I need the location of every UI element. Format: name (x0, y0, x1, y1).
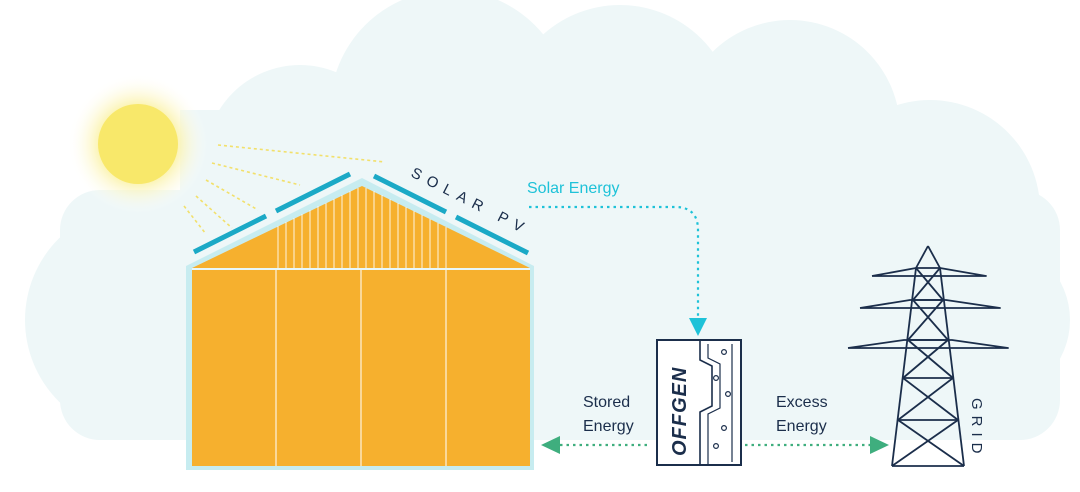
warehouse-icon (186, 178, 534, 470)
solar-panels (192, 171, 530, 256)
wall-dividers (275, 270, 447, 466)
stored-energy-arrowhead (541, 436, 560, 454)
sun-rays (183, 144, 386, 235)
solar-energy-flow-line (529, 205, 700, 320)
grid-label: GRID (968, 398, 985, 460)
solar-energy-arrowhead (689, 318, 707, 336)
sun-icon (68, 74, 208, 214)
stored-energy-label-line1: Stored (583, 394, 630, 411)
inverter-battery-icon: OFFGEN (656, 339, 742, 466)
stored-energy-label-line2: Energy (583, 418, 634, 435)
circuit-nodes (712, 349, 731, 450)
solar-energy-label: Solar Energy (527, 180, 620, 197)
device-brand-label: OFFGEN (669, 367, 691, 456)
excess-energy-arrowhead (870, 436, 889, 454)
pylon-icon (847, 245, 1009, 467)
excess-energy-label-line1: Excess (776, 394, 828, 411)
gable-slats (277, 188, 447, 268)
background-cloud (25, 0, 1070, 440)
excess-energy-label-line2: Energy (776, 418, 827, 435)
